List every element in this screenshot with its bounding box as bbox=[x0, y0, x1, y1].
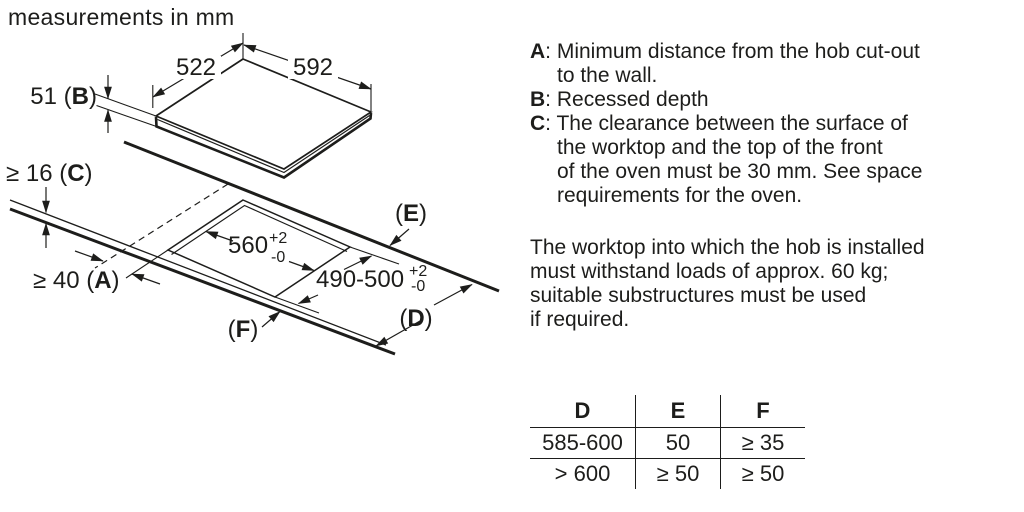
dim-490-500-tol-plus: +2 bbox=[409, 263, 427, 280]
reference-line bbox=[96, 104, 157, 128]
table-cell: ≥ 35 bbox=[720, 428, 805, 459]
worktop bbox=[9, 140, 500, 356]
label-F: (F) bbox=[228, 316, 259, 343]
table-cell: 50 bbox=[635, 428, 720, 459]
worktop-back-edge bbox=[123, 140, 500, 293]
wall-dashed-line bbox=[94, 183, 229, 269]
dim-40A-label: ≥ 40 (A) bbox=[33, 267, 120, 294]
dim-490-500-label: 490-500 bbox=[316, 266, 404, 293]
note-line: The worktop into which the hob is instal… bbox=[530, 236, 925, 259]
dim-recess-depth bbox=[94, 75, 157, 133]
note-line: must withstand loads of approx. 60 kg; bbox=[530, 260, 889, 283]
dim-560-tol-minus: -0 bbox=[271, 249, 285, 266]
dim-560-tol-plus: +2 bbox=[269, 230, 287, 247]
dim-560-label: 560 bbox=[228, 232, 268, 259]
label-mask bbox=[171, 56, 221, 79]
extension-line bbox=[125, 249, 169, 279]
dim-cutout-width bbox=[205, 230, 315, 272]
table-cell: ≥ 50 bbox=[720, 459, 805, 489]
hob-rim-line bbox=[157, 115, 370, 174]
label-f-arrow bbox=[261, 310, 281, 328]
spec-table: D E F 585-600 50 ≥ 35 > 600 ≥ 50 ≥ 50 bbox=[530, 395, 805, 489]
legend-line: A: Minimum distance from the hob cut-out bbox=[530, 40, 920, 63]
table-header-E: E bbox=[635, 395, 720, 428]
legend: A: Minimum distance from the hob cut-out… bbox=[530, 40, 922, 208]
arrow-upright bbox=[343, 255, 373, 271]
label-mask bbox=[288, 56, 338, 79]
arrow-right bbox=[74, 250, 104, 262]
table-cell: 585-600 bbox=[530, 428, 635, 459]
dim-51B-label: 51 (B) bbox=[30, 83, 97, 110]
installation-diagram: 522 592 51 (B) ≥ 16 (C) ≥ 40 (A) 560 +2 … bbox=[6, 33, 500, 356]
dim-16C-label: ≥ 16 (C) bbox=[6, 160, 93, 187]
note-line: suitable substructures must be used bbox=[530, 284, 867, 307]
dim-490-500-tol-minus: -0 bbox=[411, 278, 425, 295]
extension-line bbox=[274, 296, 320, 314]
table-header-D: D bbox=[530, 395, 635, 428]
arrow-downright bbox=[288, 260, 315, 272]
legend-line: the worktop and the top of the front bbox=[557, 136, 883, 159]
legend-line: requirements for the oven. bbox=[557, 184, 803, 207]
cutout-inner-edge bbox=[171, 204, 348, 255]
legend-line: C: The clearance between the surface of bbox=[530, 112, 908, 135]
arrow-upleft bbox=[205, 230, 234, 242]
legend-line: of the oven must be 30 mm. See space bbox=[557, 160, 923, 183]
hob-base-outline bbox=[154, 112, 373, 179]
dim-hob-depth bbox=[152, 33, 244, 108]
dim-522-label: 522 bbox=[176, 54, 216, 81]
table-cell: > 600 bbox=[554, 461, 611, 486]
arrow-downleft bbox=[297, 294, 319, 305]
arrow-left bbox=[131, 273, 161, 285]
label-d-arrow-back bbox=[433, 283, 473, 306]
units-note: measurements in mm bbox=[8, 4, 235, 30]
extension-line bbox=[349, 246, 400, 265]
dim-cutout-depth bbox=[274, 246, 400, 314]
load-note: The worktop into which the hob is instal… bbox=[530, 236, 925, 332]
legend-line: to the wall. bbox=[557, 64, 658, 87]
label-d-arrow-front bbox=[375, 320, 421, 347]
worktop-front-top-edge bbox=[9, 199, 387, 346]
reference-line bbox=[94, 93, 157, 117]
note-line: if required. bbox=[530, 308, 630, 331]
edge-labels bbox=[261, 228, 473, 347]
label-E: (E) bbox=[395, 200, 427, 227]
table-header-F: F bbox=[720, 395, 805, 428]
worktop-front-bottom-edge bbox=[9, 207, 396, 356]
dim-hob-width bbox=[243, 44, 372, 111]
cutout bbox=[94, 183, 352, 298]
dim-592-label: 592 bbox=[293, 54, 333, 81]
dim-wall-distance bbox=[74, 249, 169, 285]
table-cell: ≥ 50 bbox=[635, 459, 720, 489]
legend-line: B: Recessed depth bbox=[530, 88, 709, 111]
label-e-arrow bbox=[389, 228, 410, 247]
label-D: (D) bbox=[399, 305, 432, 332]
